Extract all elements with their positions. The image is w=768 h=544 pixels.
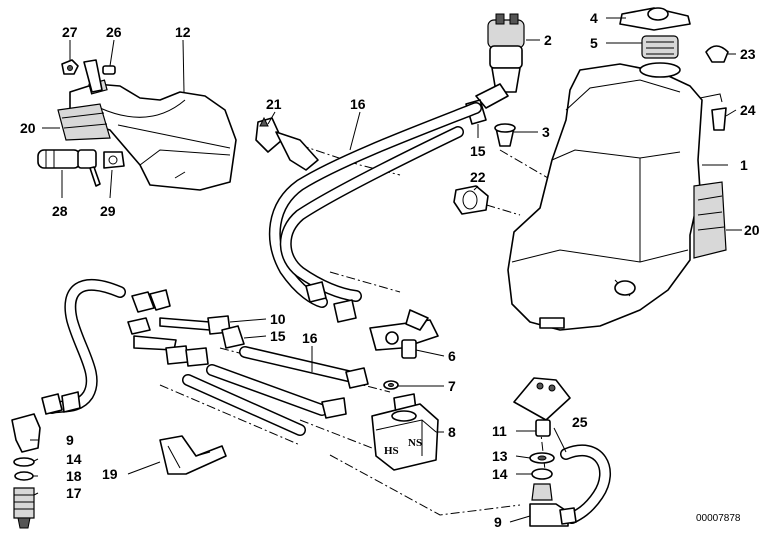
pump-28[interactable]	[37, 149, 101, 187]
callout-12: 12	[175, 24, 191, 40]
callout-16-upper: 16	[350, 96, 366, 112]
jet-21[interactable]	[255, 116, 319, 171]
nozzle-tag-hs: HS	[384, 445, 399, 457]
callout-labels: 27 26 12 20 28 29 21 16 2 3 15 22 4 5 23…	[20, 10, 760, 530]
callout-20-right: 20	[744, 222, 760, 238]
callout-13: 13	[492, 448, 508, 464]
callout-8: 8	[448, 424, 456, 440]
grommet-3[interactable]	[494, 123, 516, 147]
callout-3: 3	[542, 124, 550, 140]
grommet-29[interactable]	[103, 151, 125, 169]
callout-10: 10	[270, 311, 286, 327]
callout-19: 19	[102, 466, 118, 482]
callout-9-left: 9	[66, 432, 74, 448]
screw-26[interactable]	[83, 59, 116, 93]
callout-23: 23	[740, 46, 756, 62]
connectors-row[interactable]	[41, 281, 417, 419]
callout-14-left: 14	[66, 451, 82, 467]
callout-4: 4	[590, 10, 598, 26]
diagram-reference-number: 00007878	[696, 513, 741, 524]
nozzle-tag-ns: NS	[408, 437, 422, 449]
hose-lower-pair[interactable]	[182, 346, 354, 436]
callout-20-left: 20	[20, 120, 36, 136]
callout-25: 25	[572, 414, 588, 430]
callout-6: 6	[448, 348, 456, 364]
hose-16-upper[interactable]	[268, 102, 482, 308]
nozzle-8[interactable]: HS NS	[371, 403, 439, 471]
ring-14b[interactable]	[531, 468, 553, 480]
callout-15-lower: 15	[270, 328, 286, 344]
hose-left-loop[interactable]	[46, 278, 126, 414]
callout-16-lower: 16	[302, 330, 318, 346]
cap-4[interactable]	[619, 7, 691, 31]
callout-27: 27	[62, 24, 78, 40]
jet-cap-11[interactable]	[513, 377, 571, 437]
washer-7[interactable]	[383, 380, 399, 390]
bracket-20b[interactable]	[693, 181, 727, 259]
callout-21: 21	[266, 96, 282, 112]
leader-lines	[30, 17, 742, 523]
plug-23[interactable]	[705, 45, 729, 63]
callout-1: 1	[740, 157, 748, 173]
callout-2: 2	[544, 32, 552, 48]
callout-9-right: 9	[494, 514, 502, 530]
connector-9b[interactable]	[529, 483, 577, 527]
callout-22: 22	[470, 169, 486, 185]
clip-24[interactable]	[699, 93, 727, 131]
connector-stack-left[interactable]	[11, 413, 41, 529]
callout-11: 11	[492, 423, 507, 439]
bracket-20a[interactable]	[57, 103, 111, 141]
filler-neck-5[interactable]	[639, 35, 681, 78]
callout-5: 5	[590, 35, 598, 51]
nut-27[interactable]	[61, 59, 79, 75]
bracket-19[interactable]	[159, 435, 227, 475]
seal-13[interactable]	[529, 452, 555, 464]
callout-14-right: 14	[492, 466, 508, 482]
hose-25[interactable]	[560, 444, 612, 524]
callout-28: 28	[52, 203, 68, 219]
callout-7: 7	[448, 378, 456, 394]
callout-24: 24	[740, 102, 756, 118]
callout-18: 18	[66, 468, 82, 484]
reservoir-1[interactable]	[507, 63, 703, 331]
callout-15-upper: 15	[470, 143, 486, 159]
valve-6[interactable]	[369, 309, 439, 359]
callout-26: 26	[106, 24, 122, 40]
callout-29: 29	[100, 203, 116, 219]
callout-17: 17	[66, 485, 82, 501]
pump-2[interactable]	[475, 13, 525, 109]
grommet-22[interactable]	[453, 185, 489, 215]
